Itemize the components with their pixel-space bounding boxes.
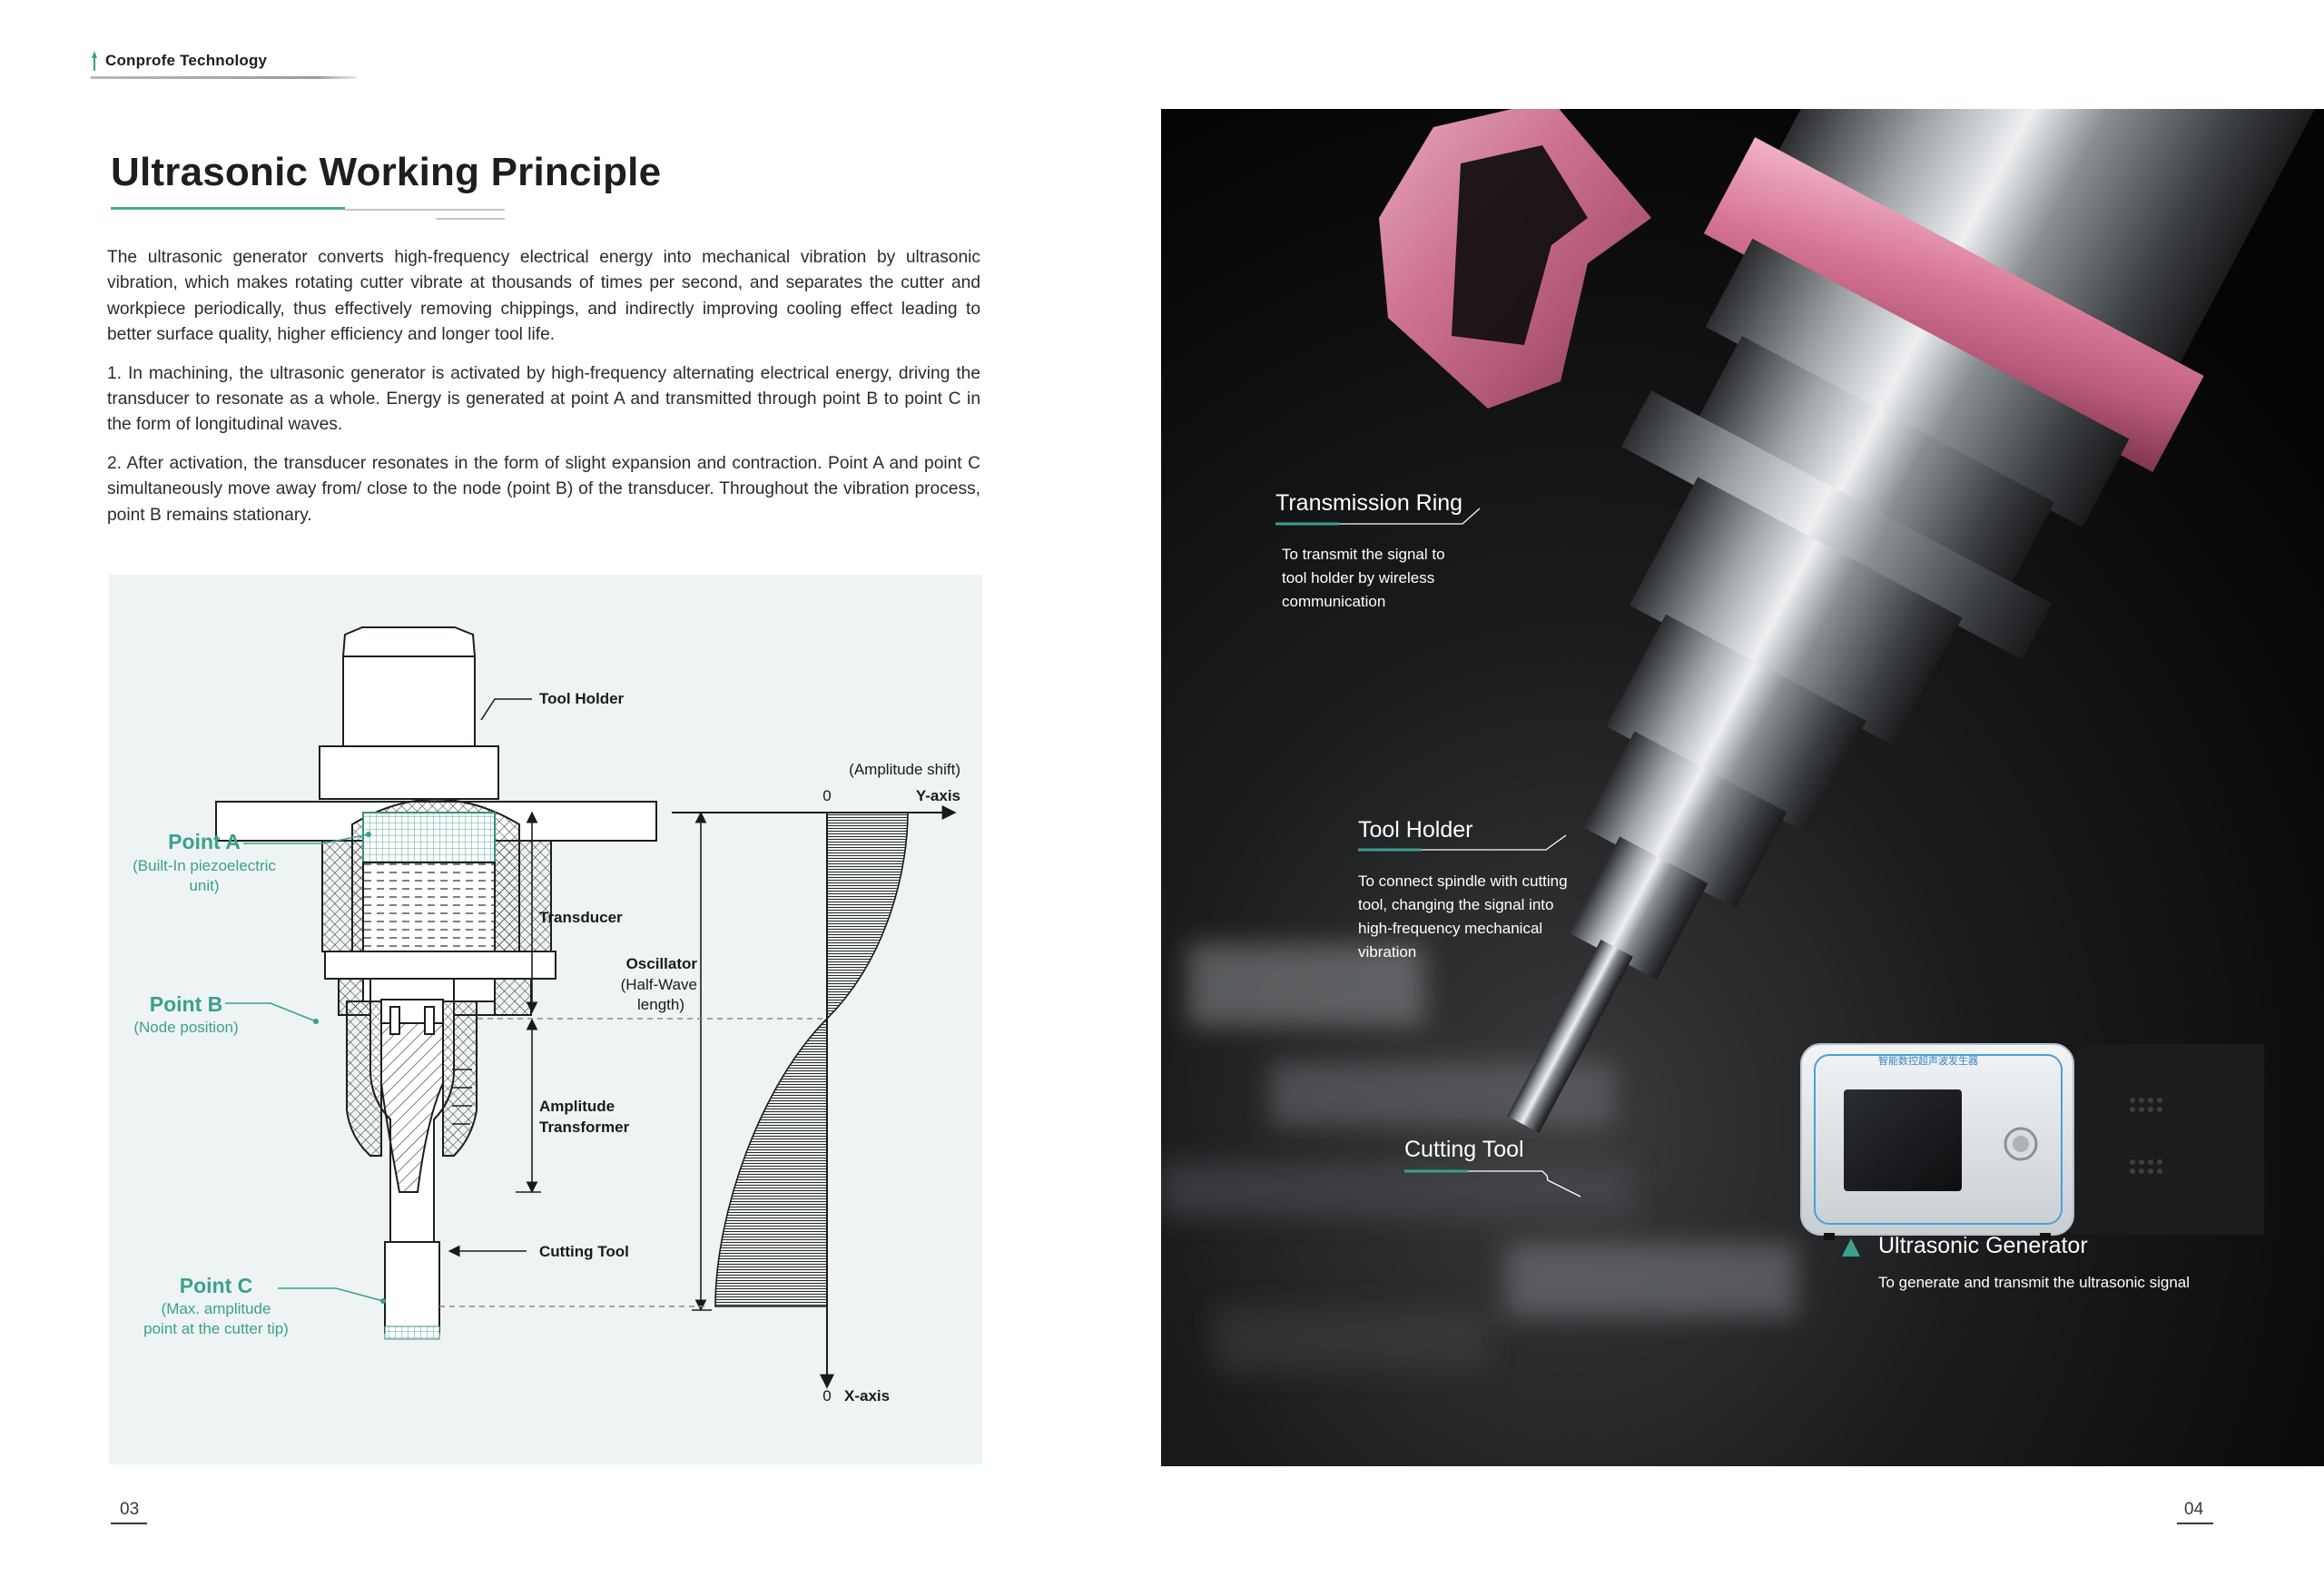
callout-transmission-ring-desc: To transmit the signal to tool holder by…	[1282, 543, 1445, 614]
brand-logo-icon	[92, 51, 97, 71]
generator-triangle-icon	[1842, 1238, 1860, 1257]
intro-text: The ultrasonic generator converts high-f…	[107, 245, 980, 541]
callout-tool-holder-line-2: tool, changing the signal into	[1358, 896, 1554, 913]
label-point-b: Point B	[150, 992, 223, 1016]
page-number-right-rule	[2177, 1523, 2213, 1524]
page-title: Ultrasonic Working Principle	[111, 150, 662, 194]
callout-tool-holder-title: Tool Holder	[1358, 817, 1473, 843]
tool-holder-drawing	[215, 626, 657, 1334]
label-point-a-desc-1: (Built-In piezoelectric	[133, 857, 276, 874]
callout-generator-title: Ultrasonic Generator	[1878, 1233, 2088, 1258]
page-number-left-rule	[111, 1523, 147, 1524]
label-x-zero: 0	[822, 1387, 831, 1405]
label-transformer: Transformer	[539, 1119, 630, 1136]
callout-generator-desc: To generate and transmit the ultrasonic …	[1878, 1274, 2191, 1291]
callout-tool-holder-line-1: To connect spindle with cutting	[1358, 872, 1568, 890]
label-point-c: Point C	[180, 1274, 253, 1297]
point-a-marker	[366, 832, 371, 837]
label-x-axis: X-axis	[844, 1387, 890, 1405]
header-divider	[91, 76, 356, 79]
callout-transmission-ring-line-1: To transmit the signal to	[1282, 546, 1445, 563]
point-b-marker	[313, 1019, 319, 1024]
label-amplitude-shift: (Amplitude shift)	[849, 761, 960, 778]
label-amplitude: Amplitude	[539, 1098, 615, 1115]
label-half-wave: (Half-Wave	[621, 976, 697, 993]
label-y-zero: 0	[822, 787, 831, 804]
label-point-a: Point A	[168, 830, 241, 853]
cutter-tip-marker	[384, 1326, 440, 1340]
spindle	[1507, 109, 2324, 1133]
paragraph-intro: The ultrasonic generator converts high-f…	[107, 248, 980, 345]
paragraph-step-1: 1. In machining, the ultrasonic generato…	[107, 363, 980, 435]
spindle-illustration: 智能数控超声波发生器	[1161, 109, 2324, 1466]
label-point-c-desc-2: point at the cutter tip)	[143, 1320, 289, 1337]
ultrasonic-generator-device: 智能数控超声波发生器	[1800, 1043, 2264, 1240]
label-point-c-desc-1: (Max. amplitude	[162, 1300, 271, 1317]
callout-transmission-ring-title: Transmission Ring	[1275, 490, 1463, 516]
spindle-photo: 智能数控超声波发生器 Transmission Ring	[1161, 109, 2324, 1466]
brand-header: Conprofe Technology	[91, 51, 267, 71]
working-principle-diagram: Tool Holder Transducer Oscillator Amplit…	[109, 575, 982, 1464]
callout-tool-holder-desc: To connect spindle with cutting tool, ch…	[1358, 870, 1568, 964]
generator-label: 智能数控超声波发生器	[1878, 1054, 1978, 1067]
page-number-left: 03	[120, 1500, 140, 1519]
point-c-marker	[380, 1298, 386, 1304]
label-oscillator: Oscillator	[626, 955, 698, 972]
label-transducer: Transducer	[539, 909, 623, 926]
page-number-right: 04	[2184, 1500, 2204, 1519]
paragraph-step-2: 2. After activation, the transducer reso…	[107, 453, 980, 525]
label-tool-holder: Tool Holder	[539, 690, 625, 707]
callout-tool-holder-line-3: high-frequency mechanical	[1358, 920, 1543, 937]
label-cutting-tool: Cutting Tool	[539, 1243, 629, 1260]
point-leaders	[225, 833, 384, 1302]
label-point-a-desc-2: unit)	[189, 877, 219, 894]
callout-accents	[1275, 522, 1468, 1173]
title-underline-short	[436, 218, 505, 220]
brand-name: Conprofe Technology	[105, 52, 268, 69]
title-underline-accent	[111, 207, 345, 210]
callout-cutting-tool-title: Cutting Tool	[1404, 1137, 1524, 1162]
callout-transmission-ring-line-2: tool holder by wireless	[1282, 569, 1435, 586]
label-leaders	[448, 698, 532, 1257]
callout-tool-holder-line-4: vibration	[1358, 943, 1417, 961]
label-point-b-desc: (Node position)	[133, 1019, 238, 1036]
amplitude-wave	[714, 812, 909, 1307]
label-length: length)	[637, 996, 684, 1013]
title-underline	[345, 209, 505, 211]
callout-transmission-ring-line-3: communication	[1282, 593, 1386, 610]
label-y-axis: Y-axis	[916, 787, 960, 804]
diagram-svg: Tool Holder Transducer Oscillator Amplit…	[133, 626, 960, 1405]
guide-lines	[439, 1018, 826, 1307]
